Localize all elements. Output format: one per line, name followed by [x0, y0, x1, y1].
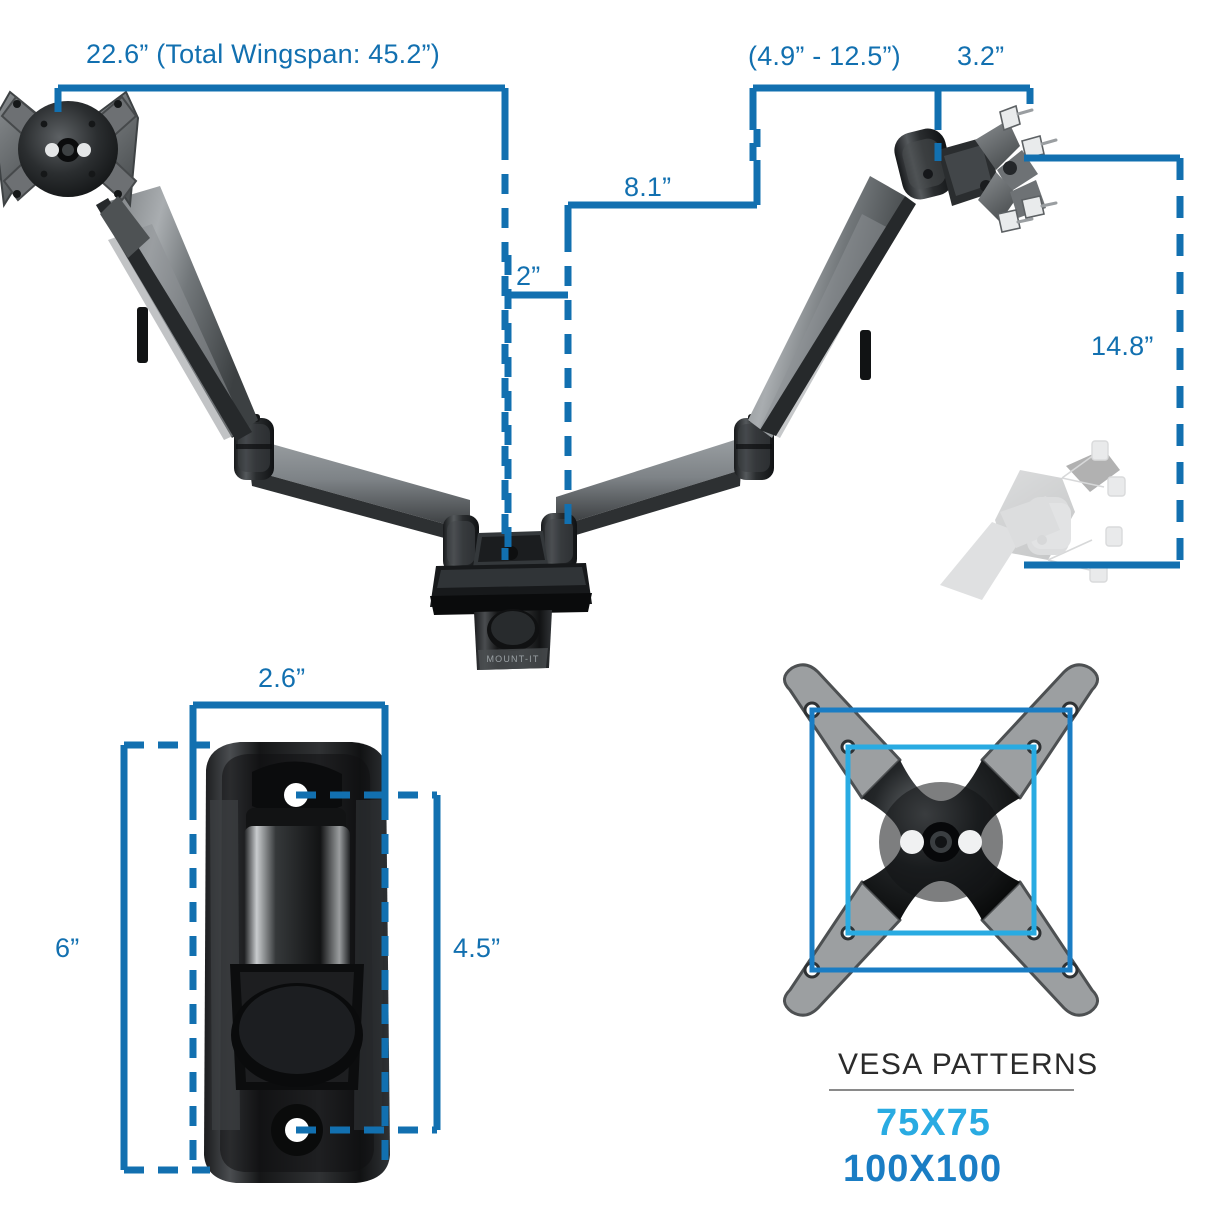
vesa-overlay-75x75 [845, 744, 1037, 936]
right-arm-tension-slot [860, 330, 871, 380]
bracket-plate-width [189, 701, 389, 800]
bottom-mount-hole [285, 1118, 309, 1142]
dimension-label-plate-height: 6” [55, 933, 80, 963]
right-arm-group [748, 104, 1058, 438]
bracket-wingspan [54, 84, 509, 140]
left-vesa-head [0, 90, 150, 258]
bracket-extension-range [749, 84, 1034, 112]
wall-plate-view [204, 742, 390, 1183]
hub-left-collar [443, 515, 479, 573]
vesa-overlay-100x100 [809, 707, 1073, 973]
vesa-plate-detail [783, 663, 1099, 1017]
vesa-pattern-100: 100X100 [843, 1148, 1003, 1190]
right-tilt-head [894, 104, 1058, 233]
left-arm-group [0, 90, 258, 441]
vesa-arm-vanes [0, 95, 138, 202]
ghost-lowered-head-group [940, 440, 1126, 600]
left-arm-tension-slot [137, 307, 148, 363]
right-elbow-joint [734, 414, 774, 480]
cylinder-body [244, 826, 350, 976]
right-vesa-adapter [975, 104, 1058, 233]
dimension-label-base-offset: 2” [516, 261, 541, 291]
dimension-label-extension-range: (4.9” - 12.5”) [748, 41, 901, 71]
dimension-label-plate-width: 2.6” [258, 663, 306, 693]
dimension-label-hole-spacing: 4.5” [453, 933, 501, 963]
dimension-label-reach: 8.1” [624, 172, 672, 202]
vesa-patterns-title: VESA PATTERNS [838, 1048, 1099, 1081]
top-mount-hole [284, 783, 308, 807]
dimension-label-height-travel: 14.8” [1091, 331, 1154, 361]
vesa-title-divider [829, 1089, 1074, 1091]
svg-text:MOUNT-IT: MOUNT-IT [486, 654, 539, 664]
dimension-label-wingspan: 22.6” (Total Wingspan: 45.2”) [86, 39, 440, 69]
center-hub-group: MOUNT-IT [234, 414, 774, 670]
dimension-label-head-depth: 3.2” [957, 41, 1005, 71]
left-elbow-joint [234, 414, 274, 480]
vesa-pattern-75: 75X75 [876, 1102, 991, 1144]
hub-right-collar [541, 513, 577, 571]
base-riser: MOUNT-IT [474, 609, 552, 670]
